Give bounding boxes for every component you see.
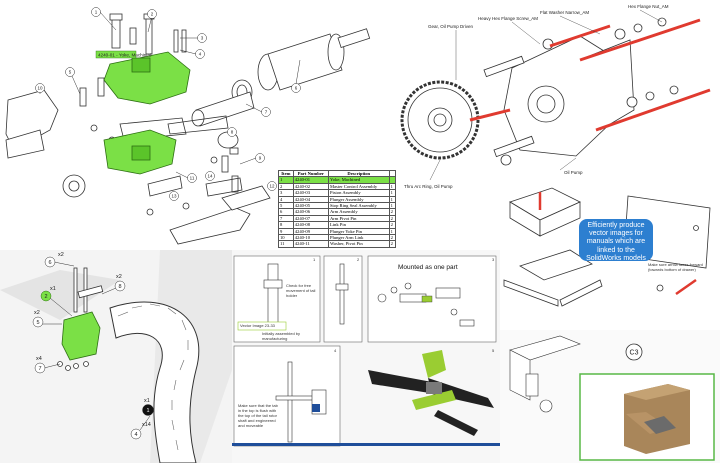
svg-text:6: 6 [48, 260, 51, 266]
manual-note-vector-image: Vector Image 23-33 [240, 323, 275, 328]
oil-pump-drawing: Gear, Oil Pump Driven Heavy Hex Flange S… [400, 4, 711, 189]
chain-balloon-labels: 6 8 2 5 7 1 4 [36, 260, 149, 438]
mounted-title: Mounted as one part [398, 264, 458, 271]
svg-text:5: 5 [36, 320, 39, 326]
svg-text:7: 7 [265, 110, 268, 115]
svg-text:14: 14 [207, 174, 213, 179]
svg-text:x2: x2 [116, 274, 122, 280]
svg-text:x14: x14 [142, 422, 151, 428]
yoke-tag: 4240-01 - Yoke, Machined [98, 53, 152, 58]
svg-text:8: 8 [231, 130, 234, 135]
svg-text:x4: x4 [36, 356, 42, 362]
manual-note-initially-assembled: Initially assembled by manufacturing [262, 331, 301, 341]
chain-quantity-labels: x2 x2 x1 x2 x4 x1 x14 [34, 252, 151, 428]
svg-text:12: 12 [269, 184, 275, 189]
assembly-arrows [469, 18, 711, 132]
svg-text:2: 2 [151, 12, 154, 17]
svg-text:3: 3 [201, 36, 204, 41]
c3-badge: C3 [630, 350, 639, 357]
svg-text:x2: x2 [58, 252, 64, 258]
drawer-note: Make sure arrow faces forward (towards b… [648, 262, 703, 272]
cable-chain-view: 6 8 2 5 7 1 4 x2 x2 x1 x2 x4 x1 x14 [0, 250, 232, 463]
cabinet-drawing: C3 [500, 330, 720, 463]
svg-text:6: 6 [295, 86, 298, 91]
svg-text:5: 5 [69, 70, 72, 75]
manual-pages-view [232, 250, 500, 463]
cabinet-view: C3 [500, 330, 720, 463]
svg-text:8: 8 [118, 284, 121, 290]
manual-page-number: 5 [492, 348, 495, 353]
svg-text:2: 2 [44, 294, 47, 300]
svg-text:7: 7 [38, 366, 41, 372]
svg-text:x2: x2 [34, 310, 40, 316]
yoke-drawing: 1 2 3 4 5 6 7 8 9 10 11 12 13 14 4240-01… [5, 7, 371, 245]
manual-page-number: 1 [313, 257, 316, 262]
oil-pump-labels: Gear, Oil Pump Driven Heavy Hex Flange S… [404, 4, 669, 189]
svg-text:Thru Arc Ring, Oil Pump: Thru Arc Ring, Oil Pump [404, 184, 453, 189]
svg-text:x1: x1 [50, 286, 56, 292]
svg-text:x1: x1 [144, 398, 150, 404]
svg-text:Heavy Hex Flange Screw_AM: Heavy Hex Flange Screw_AM [478, 16, 538, 21]
cable-chain-drawing: 6 8 2 5 7 1 4 x2 x2 x1 x2 x4 x1 x14 [0, 250, 232, 463]
manual-pages-drawing [232, 250, 500, 463]
oil-pump-exploded-view: Gear, Oil Pump Driven Heavy Hex Flange S… [400, 0, 720, 200]
yoke-tag-box [95, 50, 137, 59]
feature-callout: Efficiently produce vector images for ma… [579, 219, 653, 262]
svg-text:Oil Pump: Oil Pump [564, 170, 583, 175]
svg-text:10: 10 [37, 86, 43, 91]
vector-image-tag-box [237, 321, 287, 331]
svg-text:4: 4 [134, 432, 137, 438]
svg-text:Gear, Oil Pump Driven: Gear, Oil Pump Driven [428, 24, 474, 29]
lopper-tool [368, 350, 494, 436]
manual-note-free-movement: Check for free movement of tail holder [286, 283, 316, 298]
manual-page-number: 2 [357, 257, 360, 262]
svg-text:1: 1 [146, 408, 149, 414]
svg-text:13: 13 [171, 194, 177, 199]
svg-text:11: 11 [190, 176, 195, 181]
svg-text:Hex Flange Nut_AM: Hex Flange Nut_AM [628, 4, 669, 9]
bom-header-row: Item Part Number Description [278, 169, 397, 178]
manual-page-number: 4 [334, 348, 337, 353]
manual-note-tab-flush: Make sure that the tab in the top is flu… [238, 403, 278, 428]
svg-text:4: 4 [199, 52, 202, 57]
manual-page-number: 3 [492, 257, 495, 262]
yoke-exploded-view: 1 2 3 4 5 6 7 8 9 10 11 12 13 14 4240-01… [0, 0, 400, 250]
svg-text:1: 1 [95, 10, 98, 15]
svg-text:9: 9 [259, 156, 262, 161]
yoke-balloon-labels: 1 2 3 4 5 6 7 8 9 10 11 12 13 14 [37, 10, 297, 199]
svg-text:Flat Washer Narrow_AM: Flat Washer Narrow_AM [540, 10, 589, 15]
cabinet-model [624, 384, 690, 454]
